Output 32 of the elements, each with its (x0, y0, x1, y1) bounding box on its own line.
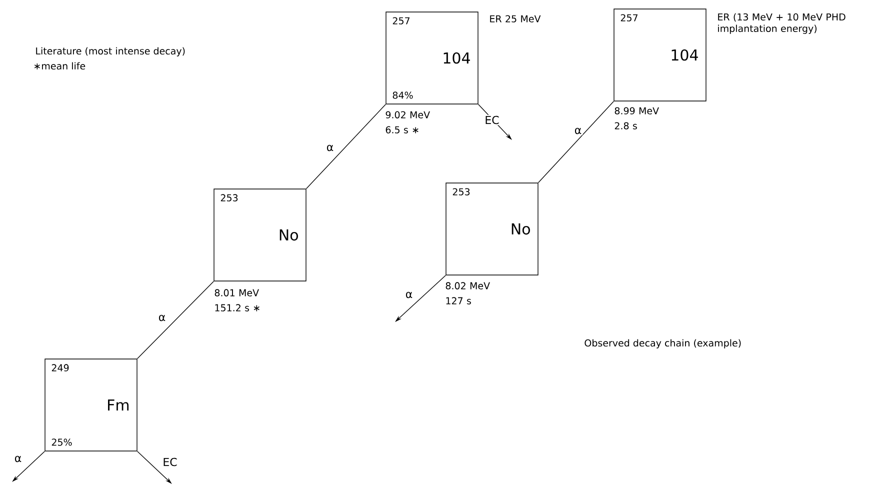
note-text: Observed decay chain (example) (584, 339, 741, 348)
decay-annotation: 8.02 MeV (446, 282, 490, 290)
decay-annotation: 127 s (446, 297, 471, 304)
decay-annotation: 2.8 s (614, 122, 637, 130)
edge-label: EC (486, 116, 499, 124)
decay-annotation: 151.2 s ∗ (215, 304, 260, 312)
decay-annotation: ER (13 MeV + 10 MeV PHD implantation energy) (718, 13, 846, 34)
edge-label: EC (164, 458, 177, 466)
note-text: ∗mean life (34, 62, 86, 70)
branching-ratio: 25% (52, 438, 72, 446)
decay-annotation: 6.5 s ∗ (386, 126, 418, 134)
element-symbol: 104 (444, 52, 470, 64)
mass-number: 253 (452, 188, 470, 196)
mass-number: 249 (52, 364, 69, 372)
mass-number: 257 (392, 17, 410, 24)
mass-number: 253 (220, 194, 238, 202)
decay-annotation: 9.02 MeV (386, 111, 430, 118)
element-symbol: No (280, 229, 298, 241)
decay-annotation: 8.99 MeV (614, 107, 659, 114)
decay-annotation: 8.01 MeV (214, 289, 259, 296)
edge-label: α (575, 128, 582, 134)
mass-number: 257 (620, 14, 638, 22)
note-text: Literature (most intense decay) (36, 47, 185, 56)
branching-ratio: 84% (392, 92, 413, 99)
decay-annotation: ER 25 MeV (490, 15, 541, 22)
edge-label: α (406, 292, 412, 298)
element-symbol: Fm (108, 400, 129, 410)
edge-label: α (159, 314, 166, 322)
edge-label: α (15, 456, 22, 462)
edge-label: α (327, 144, 334, 152)
element-symbol: 104 (672, 49, 698, 61)
element-symbol: No (512, 223, 530, 235)
